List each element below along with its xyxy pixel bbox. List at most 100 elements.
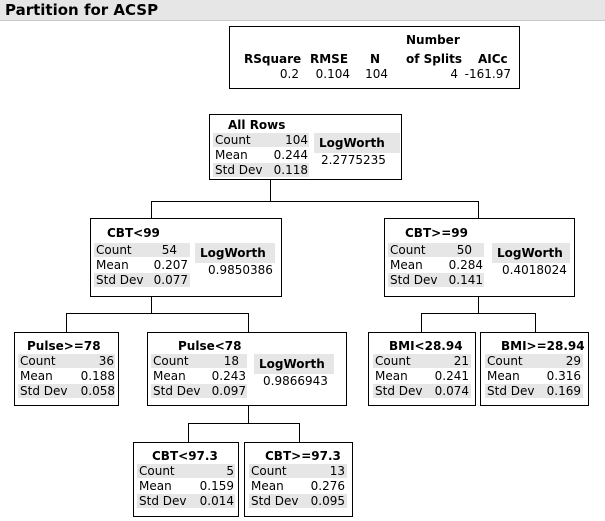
summary-header-rsquare: RSquare: [244, 52, 302, 66]
row-shade: [485, 354, 583, 368]
mean-label: Mean: [20, 369, 53, 383]
row-shade: [151, 384, 247, 398]
sd-value: 0.169: [546, 384, 581, 398]
summary-value-n: 104: [365, 67, 388, 81]
mean-value: 0.207: [153, 258, 188, 272]
count-label: Count: [390, 243, 426, 257]
mean-value: 0.243: [211, 369, 246, 383]
row-shade: [213, 133, 309, 147]
mean-label: Mean: [139, 479, 172, 493]
summary-header-aicc: AICc: [478, 52, 508, 66]
summary-value-rsquare: 0.2: [279, 67, 299, 81]
count-value: 21: [453, 354, 469, 368]
sd-label: Std Dev: [153, 384, 201, 398]
summary-header-splits-line2: of Splits: [406, 52, 462, 66]
sd-label: Std Dev: [20, 384, 68, 398]
row-shade: [94, 273, 190, 287]
row-shade: [249, 464, 347, 478]
count-label: Count: [153, 354, 189, 368]
node-bmi-lt-2894[interactable]: BMI<28.94 Count 21 Mean 0.241 Std Dev 0.…: [368, 332, 476, 406]
mean-value: 0.316: [546, 369, 581, 383]
logworth-value: 2.2775235: [321, 153, 386, 167]
row-shade: [137, 494, 235, 508]
node-label: CBT>=99: [405, 226, 468, 240]
sd-label: Std Dev: [251, 494, 299, 508]
count-label: Count: [96, 243, 132, 257]
sd-value: 0.077: [153, 273, 188, 287]
count-value: 50: [456, 243, 472, 257]
node-label: Pulse<78: [178, 339, 242, 353]
count-label: Count: [139, 464, 175, 478]
summary-header-splits-line1: Number: [406, 33, 460, 47]
node-cbt-lt-973[interactable]: CBT<97.3 Count 5 Mean 0.159 Std Dev 0.01…: [133, 442, 239, 517]
count-value: 29: [565, 354, 581, 368]
node-bmi-ge-2894[interactable]: BMI>=28.94 Count 29 Mean 0.316 Std Dev 0…: [480, 332, 589, 406]
count-label: Count: [375, 354, 411, 368]
mean-value: 0.244: [273, 148, 308, 162]
count-value: 18: [223, 354, 239, 368]
mean-value: 0.276: [310, 479, 345, 493]
logworth-value: 0.4018024: [502, 263, 567, 277]
row-shade: [485, 384, 583, 398]
count-label: Count: [215, 133, 251, 147]
title-bar: Partition for ACSP: [0, 0, 605, 21]
count-value: 36: [98, 354, 114, 368]
row-shade: [388, 273, 484, 287]
sd-value: 0.118: [273, 163, 308, 177]
sd-label: Std Dev: [375, 384, 423, 398]
mean-label: Mean: [96, 258, 129, 272]
count-value: 54: [161, 243, 177, 257]
mean-value: 0.188: [80, 369, 115, 383]
summary-value-rmse: 0.104: [315, 67, 350, 81]
count-value: 104: [285, 133, 308, 147]
node-label: BMI>=28.94: [501, 339, 585, 353]
mean-label: Mean: [487, 369, 520, 383]
mean-label: Mean: [215, 148, 248, 162]
report-title[interactable]: Partition for ACSP: [5, 1, 159, 19]
count-value: 13: [329, 464, 345, 478]
logworth-label: LogWorth: [195, 243, 275, 263]
count-label: Count: [487, 354, 523, 368]
sd-value: 0.097: [211, 384, 246, 398]
sd-label: Std Dev: [96, 273, 144, 287]
row-shade: [249, 494, 347, 508]
node-pulse-lt-78[interactable]: LogWorth Pulse<78 Count 18 Mean 0.243 St…: [147, 332, 347, 406]
sd-value: 0.095: [310, 494, 345, 508]
logworth-label: LogWorth: [492, 243, 570, 263]
sd-value: 0.141: [448, 273, 483, 287]
count-label: Count: [251, 464, 287, 478]
node-cbt-ge-973[interactable]: CBT>=97.3 Count 13 Mean 0.276 Std Dev 0.…: [244, 442, 353, 517]
logworth-label: LogWorth: [314, 133, 400, 153]
sd-value: 0.014: [199, 494, 234, 508]
row-shade: [151, 354, 247, 368]
summary-value-aicc: -161.97: [464, 67, 511, 81]
row-shade: [373, 354, 471, 368]
row-shade: [18, 354, 115, 368]
logworth-label: LogWorth: [254, 354, 334, 374]
row-shade: [388, 243, 484, 257]
row-shade: [373, 384, 471, 398]
mean-label: Mean: [390, 258, 423, 272]
sd-label: Std Dev: [390, 273, 438, 287]
row-shade: [213, 163, 309, 177]
node-cbt-lt-99[interactable]: LogWorth CBT<99 Count 54 Mean 0.207 Std …: [90, 218, 282, 297]
summary-header-n: N: [370, 52, 381, 66]
node-label: BMI<28.94: [389, 339, 463, 353]
node-label: CBT<99: [107, 226, 160, 240]
sd-label: Std Dev: [139, 494, 187, 508]
sd-value: 0.074: [434, 384, 469, 398]
node-pulse-ge-78[interactable]: Pulse>=78 Count 36 Mean 0.188 Std Dev 0.…: [14, 332, 119, 406]
node-label: CBT>=97.3: [265, 449, 341, 463]
node-all-rows[interactable]: LogWorth All Rows Count 104 Mean 0.244 S…: [209, 114, 402, 180]
count-label: Count: [20, 354, 56, 368]
node-label: All Rows: [228, 118, 286, 132]
sd-value: 0.058: [80, 384, 115, 398]
node-cbt-ge-99[interactable]: LogWorth CBT>=99 Count 50 Mean 0.284 Std…: [384, 218, 575, 297]
logworth-value: 0.9866943: [263, 374, 328, 388]
summary-header-rmse: RMSE: [310, 52, 349, 66]
mean-value: 0.241: [434, 369, 469, 383]
sd-label: Std Dev: [487, 384, 535, 398]
summary-table[interactable]: Number RSquare RMSE N of Splits AICc 0.2…: [229, 26, 520, 89]
node-label: Pulse>=78: [27, 339, 101, 353]
